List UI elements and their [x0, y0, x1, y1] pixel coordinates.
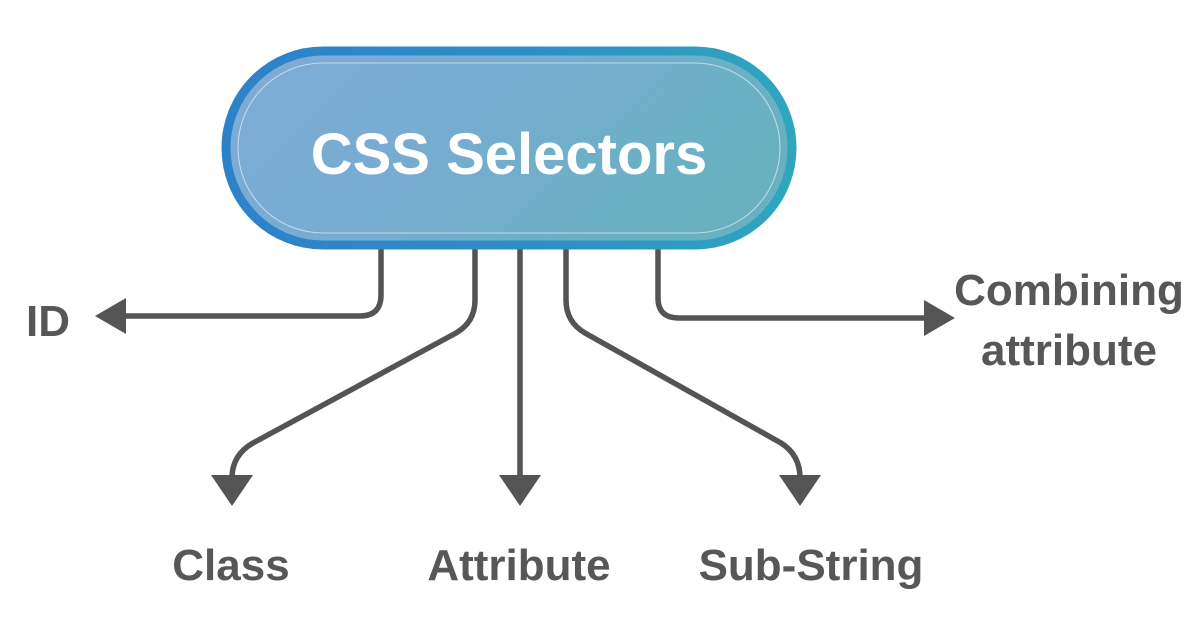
label-attribute: Attribute	[427, 541, 610, 590]
arrowhead-class	[211, 475, 253, 506]
label-combining-attribute-line1: Combining	[954, 266, 1184, 315]
center-node[interactable]: CSS Selectors	[221, 46, 797, 250]
connector-class	[211, 244, 478, 506]
center-node-label: CSS Selectors	[311, 122, 708, 187]
connector-combining-attribute	[655, 244, 955, 336]
arrowhead-id	[95, 298, 126, 334]
arrowhead-attribute	[499, 475, 541, 506]
arrowhead-substring	[779, 475, 821, 506]
connector-substring	[563, 244, 821, 506]
label-combining-attribute-line2: attribute	[981, 326, 1157, 375]
label-id: ID	[26, 297, 70, 346]
arrowhead-combining-attribute	[924, 300, 955, 336]
connector-attribute	[499, 244, 541, 506]
connector-id	[95, 244, 384, 334]
connector-path-substring	[563, 244, 803, 486]
label-class: Class	[172, 541, 289, 590]
center-node-shape	[221, 46, 797, 250]
label-sub-string: Sub-String	[699, 541, 924, 590]
connector-path-combining-attribute	[655, 244, 938, 321]
connector-path-id	[110, 244, 384, 319]
center-node-inner-highlight	[237, 62, 781, 234]
connector-path-class	[229, 244, 478, 486]
